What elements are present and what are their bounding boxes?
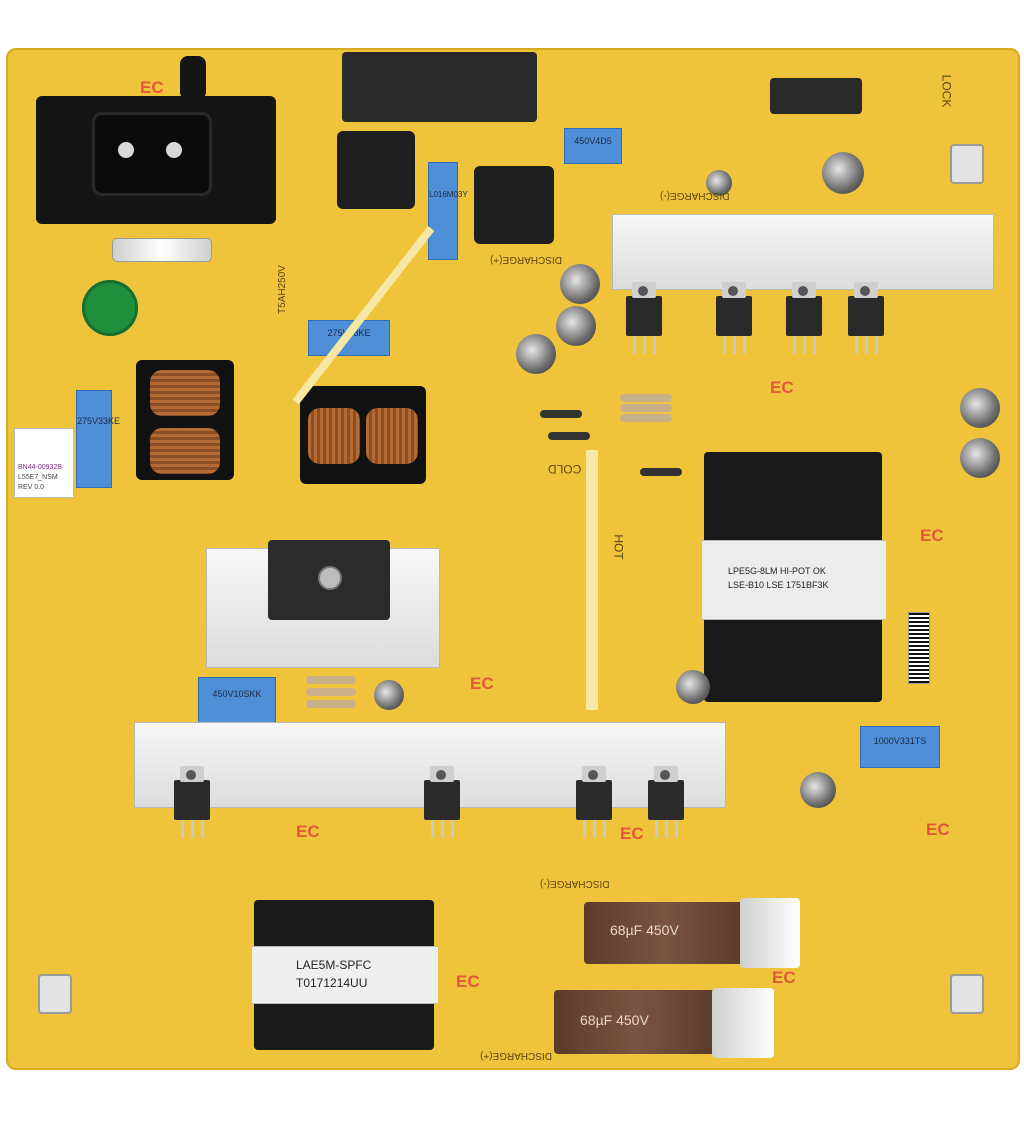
resistor-2 [620,404,672,412]
mosfet-2 [716,282,752,354]
bulk-capacitor-2 [554,990,718,1054]
ac-inlet-pin-left [118,142,134,158]
electrolytic-cap-8 [676,670,710,704]
resistor-5 [306,688,356,696]
ec-mark-3: EC [920,526,944,545]
electrolytic-cap-7 [960,438,1000,478]
mosfet-5 [174,766,210,838]
electrolytic-cap-9 [374,680,404,710]
fuse [112,238,212,262]
x-cap-5: 1000V331TS [860,726,940,768]
mount-top-right [950,144,984,184]
choke-middle-winding-right [366,408,418,464]
bulk-capacitor-1-end [740,898,800,968]
main-transformer-label-line1: LPE5G-8LM HI-POT OK [728,566,826,576]
x-cap-4: 450V4D5 [564,128,622,164]
electrolytic-cap-6 [960,388,1000,428]
pfc-coil-label-line1: LAE5M-SPFC [296,958,372,972]
ac-inlet-tab-top [180,56,206,100]
x-cap-3: 450V10SKK [198,677,276,725]
mosfet-8 [648,766,684,838]
discharge-label-4: DISCHARGE(+) [480,1050,552,1061]
board-label-line1: BN44-00932B [18,464,62,471]
electrolytic-cap-5 [706,170,732,196]
lock-label: LOCK [939,74,954,108]
board-label-line3: REV 0.0 [18,484,45,491]
mount-bottom-right [950,974,984,1014]
bulk-capacitor-2-end [712,988,774,1058]
board-label-line2: L55E7_NSM [18,474,58,481]
x-cap-vertical: L016M03Y [428,162,468,260]
resistor-6 [306,700,356,708]
main-transformer-label-line2: LSE-B10 LSE 1751BF3K [728,580,829,590]
ec-mark-2: EC [770,378,794,397]
fuse-label: T5AH250V [276,265,288,314]
pfc-coil-label [252,946,438,1004]
heatsink-top-right [612,214,994,290]
ec-mark-4: EC [470,674,494,693]
mosfet-4 [848,282,884,354]
electrolytic-cap-1 [560,264,600,304]
board-label-sticker [14,428,74,498]
barcode-sticker [908,612,930,684]
bulk-capacitor-1-label: 68µF 450V [610,922,679,938]
discharge-label-3: DISCHARGE(-) [540,878,610,889]
choke-middle-winding-left [308,408,360,464]
x-cap-2: 275V33KE [76,390,120,488]
ec-mark-5: EC [296,822,320,841]
choke-left-winding-top [150,370,220,416]
top-right-connector [770,78,862,114]
choke-left-winding-bottom [150,428,220,474]
top-connector [342,52,537,122]
resistor-4 [306,676,356,684]
discharge-label-2: DISCHARGE(+) [490,254,562,265]
cold-zone-label: COLD [548,462,582,476]
mosfet-3 [786,282,822,354]
ec-mark-8: EC [456,972,480,991]
silkscreen-line-2 [586,450,598,710]
electrolytic-cap-2 [556,306,596,346]
discharge-label-1: DISCHARGE(-) [660,190,730,201]
diode-1 [540,410,582,418]
inductor-block-1 [337,131,415,209]
inductor-block-2 [474,166,554,244]
mosfet-1 [626,282,662,354]
diode-3 [640,468,682,476]
varistor [82,280,138,336]
mosfet-7 [576,766,612,838]
hot-zone-label: HOT [611,534,626,560]
ec-mark-9: EC [772,968,796,987]
ec-mark-7: EC [926,820,950,839]
resistor-3 [620,414,672,422]
electrolytic-cap-10 [800,772,836,808]
ec-mark-1: EC [140,78,164,97]
diode-2 [548,432,590,440]
ac-inlet-socket [92,112,212,196]
bulk-capacitor-2-label: 68µF 450V [580,1012,649,1028]
electrolytic-cap-3 [516,334,556,374]
main-transformer-label [702,540,886,620]
electrolytic-cap-4 [822,152,864,194]
bridge-screw [318,566,342,590]
mount-bottom-left [38,974,72,1014]
mosfet-6 [424,766,460,838]
bulk-capacitor-1 [584,902,744,964]
ec-mark-6: EC [620,824,644,843]
pfc-coil-label-line2: T0171214UU [296,976,368,990]
resistor-1 [620,394,672,402]
ac-inlet-pin-right [166,142,182,158]
